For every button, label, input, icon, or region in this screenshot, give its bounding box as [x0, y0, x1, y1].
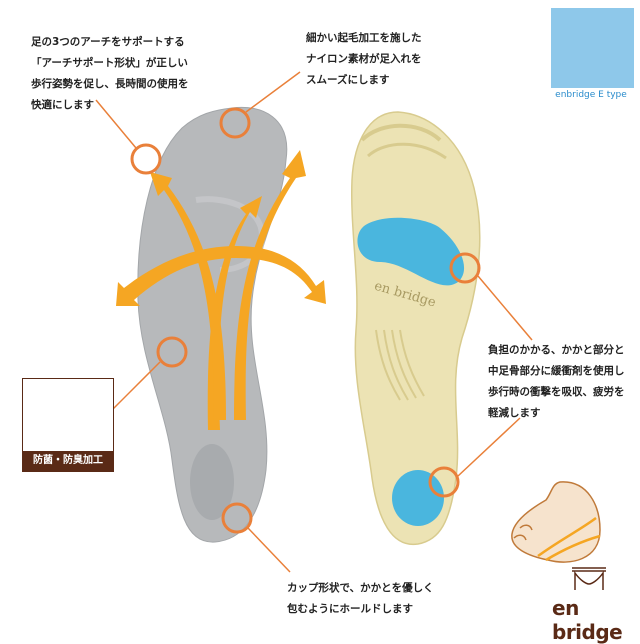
callout-line: 歩行姿勢を促し、長時間の使用を	[31, 78, 189, 90]
gray-insole-heel-cup	[190, 444, 234, 520]
foot-illustration	[511, 481, 601, 563]
callout-marker-cup	[221, 502, 253, 534]
antibacterial-badge: 防菌・防臭加工	[22, 378, 114, 472]
callout-marker-nylon	[219, 107, 251, 139]
callout-heel-cup: カップ形状で、かかとを優しく 包むようにホールドします	[287, 578, 434, 620]
callout-arch-support: 足の3つのアーチをサポートする 「アーチサポート形状」が正しい 歩行姿勢を促し、…	[31, 32, 189, 116]
brand-logo-text: en bridge	[552, 596, 623, 644]
callout-marker-antibacterial	[156, 336, 188, 368]
foot-arch-lines	[537, 516, 601, 562]
callout-line: カップ形状で、かかとを優しく	[287, 582, 434, 594]
callout-line: 足の3つのアーチをサポートする	[31, 36, 185, 48]
callout-line: 細かい起毛加工を施した	[306, 32, 422, 44]
callout-line: ナイロン素材が足入れを	[306, 53, 422, 65]
callout-line: 快適にします	[31, 99, 94, 111]
antibacterial-label: 防菌・防臭加工	[23, 451, 113, 471]
callout-marker-heel	[428, 466, 460, 498]
heel-gel-pad	[392, 470, 444, 526]
badge-letter: E	[586, 46, 600, 67]
callout-line: 包むようにホールドします	[287, 603, 413, 615]
callout-line: スムーズにします	[306, 74, 390, 86]
metatarsal-gel-pad	[357, 217, 465, 286]
callout-cushion: 負担のかかる、かかと部分と 中足骨部分に緩衝剤を使用し 歩行時の衝撃を吸収、疲労…	[488, 340, 625, 424]
callout-marker-metatarsal	[449, 252, 481, 284]
cream-insole-edge-2	[367, 142, 447, 160]
callout-marker-arch	[130, 143, 162, 175]
callout-line: 歩行時の衝撃を吸収、疲労を	[488, 386, 625, 398]
callout-line: 中足骨部分に緩衝剤を使用し	[488, 365, 625, 377]
e-type-badge: E	[551, 8, 634, 88]
arch-support-arrows	[116, 150, 326, 430]
cream-insole-edge	[360, 123, 442, 142]
callout-nylon: 細かい起毛加工を施した ナイロン素材が足入れを スムーズにします	[306, 28, 422, 91]
brand-bridge-icon	[572, 567, 606, 590]
callout-markers	[130, 107, 481, 534]
callout-line: 「アーチサポート形状」が正しい	[31, 57, 188, 69]
badge-label: enbridge E type	[555, 90, 627, 100]
leader-lines	[95, 71, 533, 573]
callout-line: 軽減します	[488, 407, 541, 419]
callout-line: 負担のかかる、かかと部分と	[488, 344, 625, 356]
cream-insole-ridges	[375, 329, 425, 401]
